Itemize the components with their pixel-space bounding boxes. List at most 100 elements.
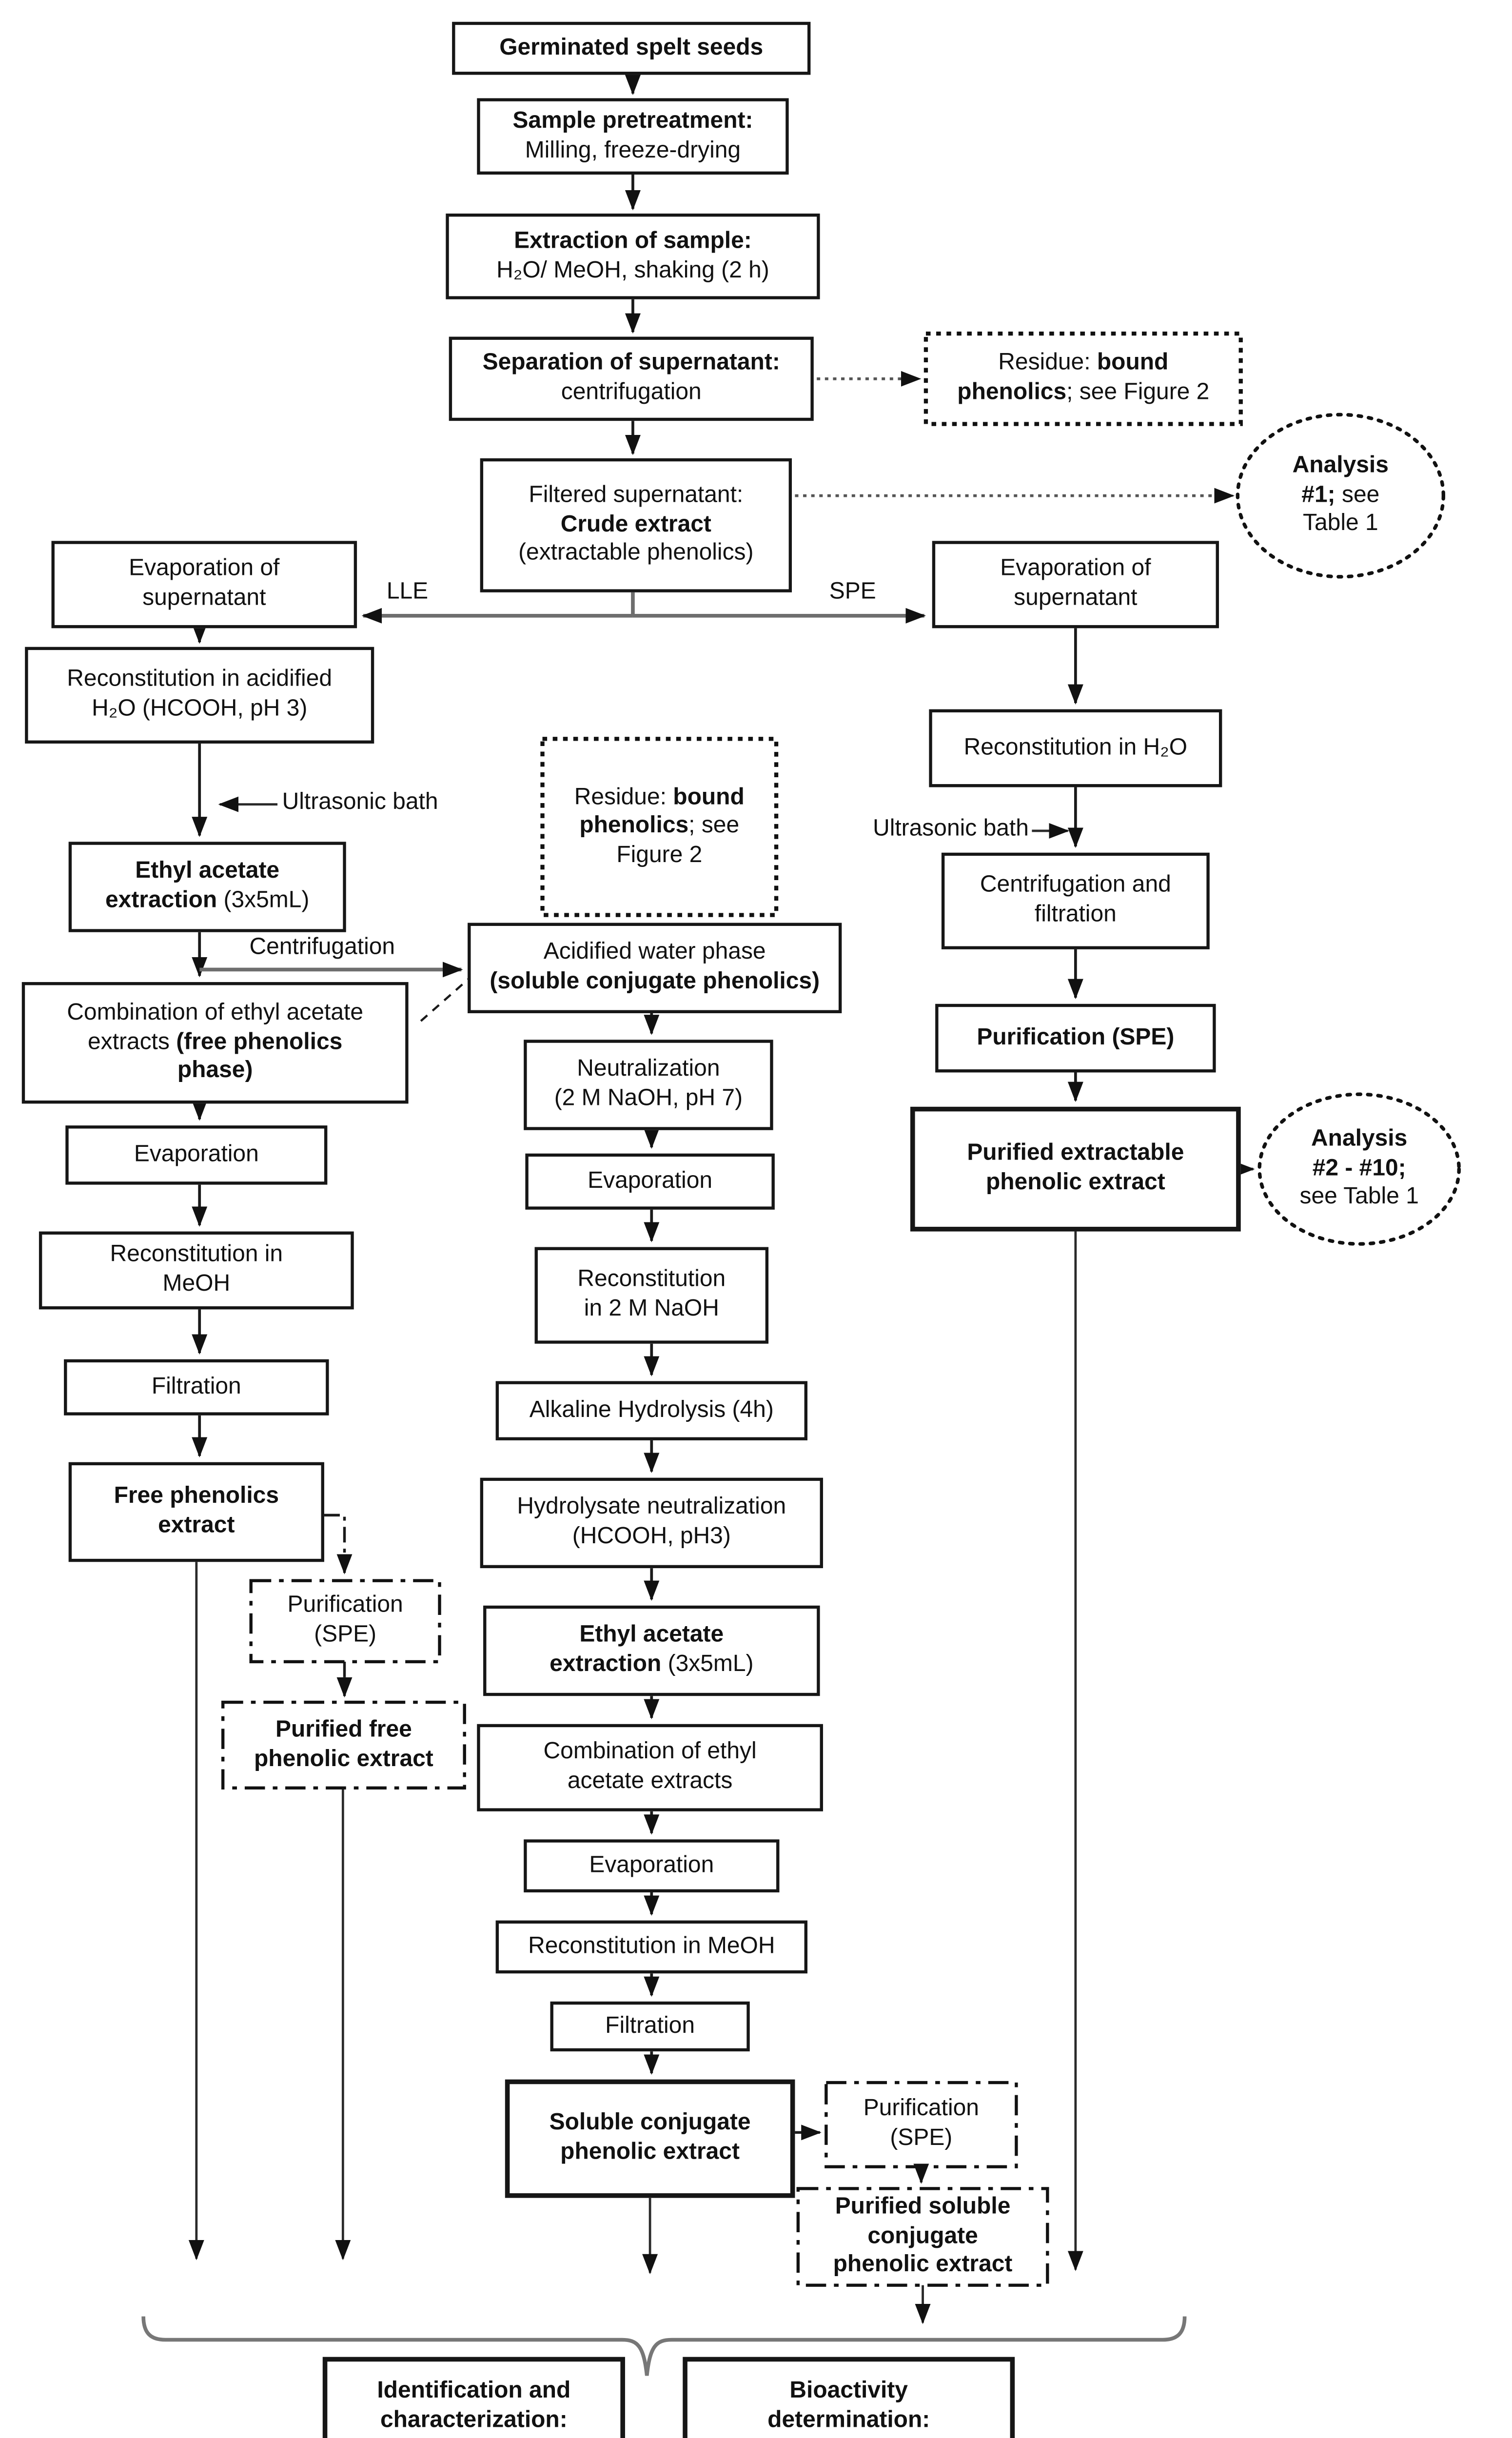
node-bioactivity-determination-seg-2-0: Antioxidant activity, TPC <box>723 2436 974 2438</box>
node-hydrolysate-neutralization-line-0: Hydrolysate neutralization <box>517 1494 786 1523</box>
node-purified-soluble-conjugate-phenolic-extract-seg-2-0: phenolic extract <box>833 2251 1013 2278</box>
lpurif-dashdot-outline <box>249 1579 441 1664</box>
node-middle-reconstitution-in-meoh-line-0: Reconstitution in MeOH <box>528 1932 775 1961</box>
node-analysis-2-10-seg-2-0: see Table 1 <box>1299 1183 1419 1210</box>
node-acidified-water-phase: Acidified water phase(soluble conjugate … <box>468 923 842 1013</box>
node-combination-ethyl-acetate-free-phenolics-line-0: Combination of ethyl acetate <box>67 1000 363 1028</box>
node-combination-ethyl-acetate-free-phenolics-seg-2-0: phase) <box>177 1057 253 1084</box>
node-analysis-2-10-line-0: Analysis <box>1311 1126 1407 1155</box>
node-germinated-spelt-seeds-line-0: Germinated spelt seeds <box>499 34 763 62</box>
node-centrifugation-and-filtration-line-0: Centrifugation and <box>980 872 1171 901</box>
label-lle: LLE <box>386 578 429 605</box>
rpurif-dashdot-outline <box>825 2081 1018 2168</box>
node-extraction-of-sample-line-0: Extraction of sample: <box>514 227 752 256</box>
node-residue-bound-phenolics-2-seg-1-0: phenolics <box>579 812 689 839</box>
node-left-ethyl-acetate-extraction-seg-0-0: Ethyl acetate <box>135 858 280 885</box>
node-middle-evaporation-2-seg-0-0: Evaporation <box>589 1851 714 1878</box>
node-identification-characterization-lcms-seg-1-0: characterization: <box>380 2406 568 2433</box>
node-analysis-1-line-2: Table 1 <box>1303 510 1378 539</box>
node-purified-extractable-phenolic-extract-line-0: Purified extractable <box>967 1140 1184 1169</box>
node-residue-bound-phenolics-2-line-1: phenolics; see <box>579 812 739 841</box>
node-left-ethyl-acetate-extraction-line-0: Ethyl acetate <box>135 858 279 887</box>
node-bioactivity-determination-seg-1-0: determination: <box>767 2406 930 2433</box>
node-filtered-supernatant-crude-extract-seg-0-0: Filtered supernatant: <box>529 482 744 509</box>
node-left-purification-spe-seg-1-0: (SPE) <box>314 1621 377 1648</box>
node-reconstitution-in-2m-naoh-seg-1-0: in 2 M NaOH <box>584 1295 719 1322</box>
node-reconstitution-in-h2o: Reconstitution in H₂O <box>929 709 1222 787</box>
node-reconstitution-in-2m-naoh-seg-0-0: Reconstitution <box>577 1266 726 1293</box>
residue1-dotted-outline <box>923 331 1243 426</box>
node-purification-spe-right-column: Purification (SPE) <box>935 1003 1216 1073</box>
node-hydrolysate-neutralization-seg-1-0: (HCOOH, pH3) <box>572 1523 731 1550</box>
node-residue-bound-phenolics-2-line-2: Figure 2 <box>616 842 702 870</box>
node-purified-soluble-conjugate-phenolic-extract-line-0: Purified soluble <box>835 2193 1011 2222</box>
node-acidified-water-phase-line-0: Acidified water phase <box>544 939 766 968</box>
node-identification-characterization-lcms-line-2: LC-MS <box>437 2436 511 2438</box>
node-soluble-conjugate-phenolic-extract-seg-1-0: phenolic extract <box>560 2139 740 2165</box>
node-right-evaporation-of-supernatant-line-1: supernatant <box>1014 585 1137 613</box>
node-middle-ethyl-acetate-extraction-seg-1-0: extraction <box>550 1651 668 1677</box>
node-filtered-supernatant-crude-extract-line-1: Crude extract <box>561 511 711 540</box>
node-middle-evaporation-2: Evaporation <box>524 1839 780 1893</box>
node-neutralization-seg-1-0: (2 M NaOH, pH 7) <box>554 1085 743 1112</box>
node-bioactivity-determination-line-2: Antioxidant activity, TPC <box>723 2436 974 2438</box>
node-right-evaporation-of-supernatant-seg-0-0: Evaporation of <box>1000 555 1151 582</box>
node-combination-ethyl-acetate-extracts-seg-0-0: Combination of ethyl <box>543 1738 757 1766</box>
node-hydrolysate-neutralization: Hydrolysate neutralization(HCOOH, pH3) <box>480 1477 823 1569</box>
node-left-evaporation-line-0: Evaporation <box>134 1140 259 1169</box>
node-left-reconstitution-in-meoh-seg-1-0: MeOH <box>162 1270 231 1297</box>
node-separation-of-supernatant: Separation of supernatant:centrifugation <box>449 336 814 421</box>
node-combination-ethyl-acetate-extracts-line-0: Combination of ethyl <box>544 1739 757 1768</box>
node-residue-bound-phenolics-2-line-0: Residue: bound <box>574 784 745 812</box>
node-residue-bound-phenolics-1-line-0: Residue: bound <box>998 350 1168 378</box>
label-ultrasonic-bath-left: Ultrasonic bath <box>282 788 438 815</box>
node-extraction-of-sample-line-1: H₂O/ MeOH, shaking (2 h) <box>496 256 769 285</box>
node-middle-evaporation-2-line-0: Evaporation <box>589 1851 714 1880</box>
node-analysis-1-line-1: #1; see <box>1301 481 1379 510</box>
node-left-purification-spe-seg-0-0: Purification <box>287 1592 403 1619</box>
node-residue-bound-phenolics-2-seg-0-1: bound <box>673 783 745 810</box>
arrow-lfree-to-lpurif-dashdot <box>324 1514 353 1574</box>
node-purified-free-phenolic-extract-line-0: Purified free <box>275 1716 412 1745</box>
node-combination-ethyl-acetate-extracts-line-1: acetate extracts <box>568 1768 733 1796</box>
node-middle-ethyl-acetate-extraction-seg-0-0: Ethyl acetate <box>579 1622 724 1649</box>
node-purified-extractable-phenolic-extract-line-1: phenolic extract <box>986 1169 1165 1198</box>
node-filtered-supernatant-crude-extract-seg-1-0: Crude extract <box>560 511 711 537</box>
node-bioactivity-determination-line-1: determination: <box>767 2406 930 2435</box>
node-neutralization: Neutralization(2 M NaOH, pH 7) <box>524 1040 773 1130</box>
node-reconstitution-acidified-h2o-line-0: Reconstitution in acidified <box>67 666 332 695</box>
node-right-purification-spe-dashdot-seg-1-0: (SPE) <box>890 2124 953 2151</box>
node-residue-bound-phenolics-2-seg-1-1: ; see <box>688 812 740 839</box>
label-ultrasonic-bath-right: Ultrasonic bath <box>873 815 1029 842</box>
node-residue-bound-phenolics-1-seg-0-1: bound <box>1097 350 1169 376</box>
node-separation-of-supernatant-seg-0-0: Separation of supernatant: <box>482 350 780 376</box>
node-alkaline-hydrolysis: Alkaline Hydrolysis (4h) <box>495 1381 807 1440</box>
node-left-ethyl-acetate-extraction-seg-1-0: extraction <box>105 887 224 914</box>
node-right-purification-spe-dashdot-line-0: Purification <box>864 2096 979 2124</box>
node-residue-bound-phenolics-1-seg-0-0: Residue: <box>998 350 1097 376</box>
node-extraction-of-sample-seg-0-0: Extraction of sample: <box>514 227 752 254</box>
node-purified-free-phenolic-extract-seg-1-0: phenolic extract <box>254 1745 433 1772</box>
node-reconstitution-acidified-h2o-seg-1-0: H₂O (HCOOH, pH 3) <box>92 695 308 722</box>
node-purified-free-phenolic-extract-line-1: phenolic extract <box>254 1745 433 1774</box>
node-neutralization-line-1: (2 M NaOH, pH 7) <box>554 1085 743 1114</box>
node-reconstitution-in-2m-naoh-line-0: Reconstitution <box>577 1266 726 1295</box>
node-middle-filtration-line-0: Filtration <box>605 2012 695 2041</box>
node-filtered-supernatant-crude-extract: Filtered supernatant:Crude extract(extra… <box>480 458 792 592</box>
residue2-dotted-outline <box>540 737 779 917</box>
node-combination-ethyl-acetate-free-phenolics-seg-1-1: (free phenolics <box>176 1028 343 1055</box>
node-analysis-2-10-line-1: #2 - #10; <box>1313 1155 1406 1183</box>
node-analysis-1-seg-2-0: Table 1 <box>1303 510 1378 537</box>
node-left-reconstitution-in-meoh-seg-0-0: Reconstitution in <box>110 1241 283 1268</box>
node-reconstitution-in-2m-naoh-line-1: in 2 M NaOH <box>584 1296 719 1324</box>
node-hydrolysate-neutralization-line-1: (HCOOH, pH3) <box>572 1523 731 1552</box>
